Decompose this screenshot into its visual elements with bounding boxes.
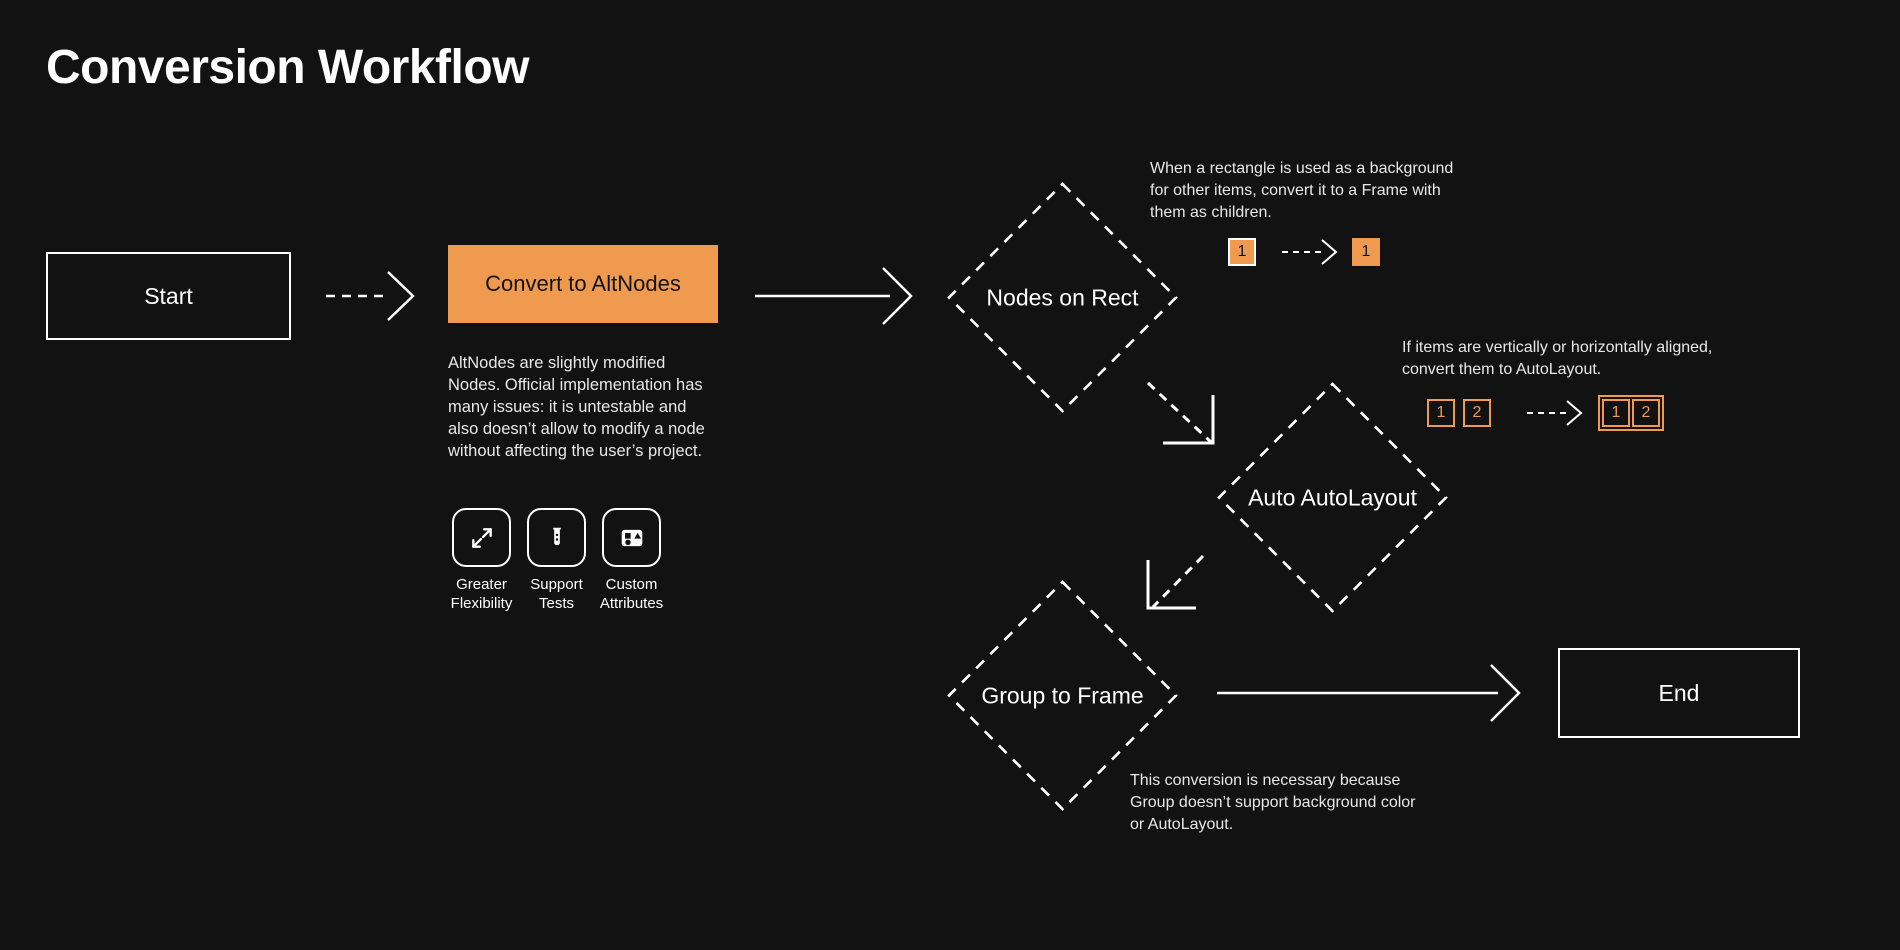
badge-before-1: 1 xyxy=(1427,399,1455,427)
page-title: Conversion Workflow xyxy=(46,41,530,94)
feature-card-greater-flexibility[interactable]: Greater Flexibility xyxy=(450,508,513,613)
feature-icon-frame xyxy=(602,508,661,567)
feature-icon-frame xyxy=(527,508,586,567)
node-nodes-on-rect[interactable]: Nodes on Rect xyxy=(945,180,1180,415)
expand-arrows-icon xyxy=(471,527,492,548)
node-auto-autolayout-label: Auto AutoLayout xyxy=(1248,484,1417,510)
diamond-outline xyxy=(947,580,1178,811)
auto-autolayout-badge-row-before: 1 2 xyxy=(1427,399,1491,427)
edge-start-to-convert xyxy=(326,271,415,321)
nodes-on-rect-description: When a rectangle is used as a background… xyxy=(1150,160,1454,221)
nodes-on-rect-badge-row-after: 1 xyxy=(1352,238,1380,266)
nodes-on-rect-badge-row: 1 xyxy=(1228,238,1256,266)
feature-card-support-tests[interactable]: Support Tests xyxy=(527,508,586,613)
edge-convert-to-nodesonrect xyxy=(755,267,913,325)
altnodes-description: AltNodes are slightly modified Nodes. Of… xyxy=(448,354,705,460)
feature-icon-frame xyxy=(452,508,511,567)
badge-before-2: 2 xyxy=(1463,399,1491,427)
feature-card-custom-attributes[interactable]: Custom Attributes xyxy=(599,508,664,613)
node-convert-to-altnodes[interactable]: Convert to AltNodes xyxy=(448,245,718,323)
node-nodes-on-rect-label: Nodes on Rect xyxy=(986,284,1139,310)
badge-after-2: 2 xyxy=(1632,399,1660,427)
badge-before-1: 1 xyxy=(1228,238,1256,266)
feature-label: Greater Flexibility xyxy=(450,576,513,612)
badge-transform-arrow-autoautolayout xyxy=(1527,400,1583,426)
feature-label: Custom Attributes xyxy=(599,576,664,612)
node-end[interactable]: End xyxy=(1558,648,1800,738)
node-convert-label: Convert to AltNodes xyxy=(485,271,681,296)
edge-grouptoframe-to-end xyxy=(1217,664,1521,722)
shapes-icon xyxy=(621,529,642,546)
diamond-outline xyxy=(947,182,1178,413)
auto-autolayout-description: If items are vertically or horizontally … xyxy=(1402,339,1713,378)
feature-label: Support Tests xyxy=(530,576,583,612)
node-auto-autolayout[interactable]: Auto AutoLayout xyxy=(1215,380,1450,615)
node-end-label: End xyxy=(1658,679,1700,706)
node-group-to-frame-label: Group to Frame xyxy=(981,682,1144,708)
badge-after-1: 1 xyxy=(1602,399,1630,427)
feature-card-list: Greater Flexibility Support Tests xyxy=(450,508,664,613)
diamond-outline xyxy=(1217,382,1448,613)
badge-transform-arrow-nodesonrect xyxy=(1282,239,1338,265)
group-to-frame-description: This conversion is necessary because Gro… xyxy=(1130,772,1416,833)
node-group-to-frame[interactable]: Group to Frame xyxy=(945,578,1180,813)
badge-after-1: 1 xyxy=(1352,238,1380,266)
test-tube-icon xyxy=(552,527,561,545)
node-start-label: Start xyxy=(144,282,193,309)
auto-autolayout-badge-group-after: 1 2 xyxy=(1598,395,1664,431)
node-start[interactable]: Start xyxy=(46,252,291,340)
